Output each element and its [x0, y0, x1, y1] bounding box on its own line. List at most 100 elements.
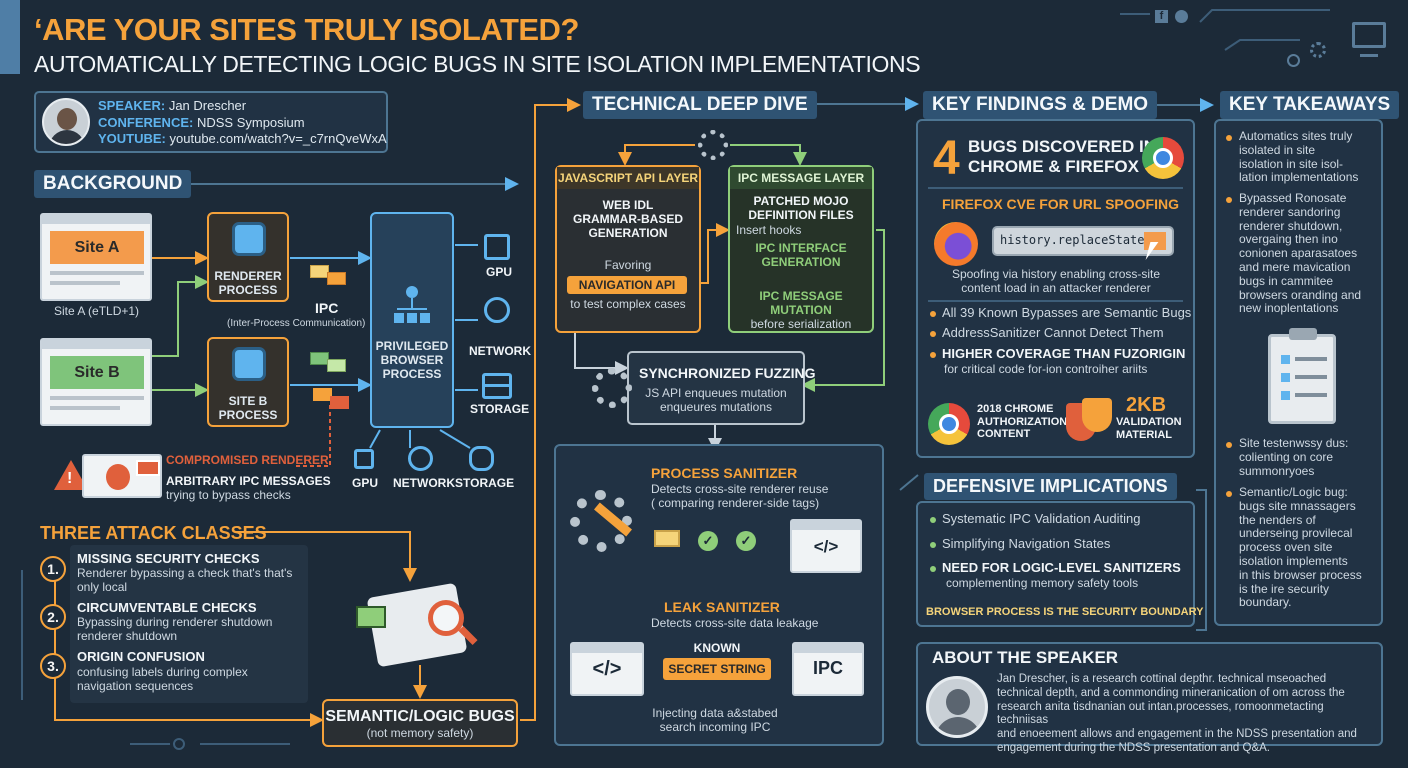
compromised-renderer-label: COMPROMISED RENDERER: [166, 453, 329, 467]
speaker-card: SPEAKER: Jan Drescher CONFERENCE: NDSS S…: [34, 91, 388, 153]
process-sanitizer-title: PROCESS SANITIZER: [651, 465, 798, 481]
network-icon: [484, 297, 510, 323]
code-window-2: </>: [570, 642, 644, 696]
attack-title-1: MISSING SECURITY CHECKS: [77, 551, 260, 566]
gpu-label-2: GPU: [352, 476, 379, 490]
takeaway-1: Automatics sites truly isolated in site …: [1226, 129, 1358, 185]
browser-process-box: PRIVILEGED BROWSER PROCESS: [370, 212, 454, 428]
ipc-label: IPC: [315, 300, 339, 316]
github-icon[interactable]: [1175, 10, 1188, 23]
defensive-item-1: Systematic IPC Validation Auditing: [930, 511, 1140, 527]
envelope-icon: [313, 388, 332, 401]
ipc-mutation-label: IPC MESSAGE MUTATION: [759, 289, 843, 317]
network-label-2: NETWORK: [393, 476, 455, 490]
storage-icon: [482, 373, 512, 399]
takeaway-3: Site testenwssy dus: colienting on core …: [1226, 436, 1348, 478]
defensive-item-3-desc: complementing memory safety tools: [946, 576, 1139, 590]
kb-desc: VALIDATION MATERIAL: [1116, 416, 1182, 441]
renderer-process-label: RENDERER PROCESS: [214, 269, 282, 297]
hierarchy-icon: [394, 286, 430, 326]
envelope-icon: [330, 396, 349, 409]
bypass-checks-label: trying to bypass checks: [166, 488, 291, 502]
chrome-icon: [1142, 137, 1184, 179]
header-accent-bar: [0, 0, 20, 74]
deep-dive-header: TECHNICAL DEEP DIVE: [583, 91, 817, 119]
gpu-label: GPU: [486, 265, 513, 279]
cpu-icon: [232, 347, 266, 381]
envelope-icon: [310, 352, 329, 365]
code-glyph: </>: [813, 537, 839, 556]
code-input-field[interactable]: history.replaceState: [992, 226, 1174, 256]
defensive-header: DEFENSIVE IMPLICATIONS: [924, 473, 1177, 500]
ipc-message-layer-box: IPC MESSAGE LAYER PATCHED MOJO DEFINITIO…: [728, 165, 874, 333]
envelope-icon: [327, 359, 346, 372]
process-sanitizer-desc: Detects cross-site renderer reuse ( comp…: [651, 482, 829, 510]
shield-icon-inner: [1082, 398, 1112, 432]
attack-title-2: CIRCUMVENTABLE CHECKS: [77, 600, 257, 615]
known-label: KNOWN: [693, 641, 741, 655]
monitor-icon: [1352, 22, 1386, 48]
leak-sanitizer-title: LEAK SANITIZER: [664, 599, 780, 615]
attack-classes-panel: [70, 545, 308, 703]
finding-bullet-2: AddressSanitizer Cannot Detect Them: [930, 325, 1164, 341]
browser-process-label: PRIVILEGED BROWSER PROCESS: [375, 339, 449, 381]
wrench-gear-icon: [570, 490, 632, 552]
magnifier-icon: [428, 600, 464, 636]
facebook-icon[interactable]: f: [1155, 10, 1168, 23]
monitor-stand-icon: [1360, 54, 1378, 57]
conference-label: CONFERENCE:: [98, 115, 194, 130]
patched-mojo-label: PATCHED MOJO DEFINITION FILES: [748, 194, 854, 222]
storage-icon: [469, 446, 494, 471]
youtube-label: YOUTUBE:: [98, 131, 166, 146]
chrome-icon: [928, 403, 970, 445]
about-speaker-header: ABOUT THE SPEAKER: [930, 648, 1121, 668]
ipc-window-label: IPC: [812, 658, 843, 678]
sync-fuzzing-title: SYNCHRONIZED FUZZING: [639, 365, 816, 381]
envelope-icon: [327, 272, 346, 285]
finding-bullet-3: HIGHER COVERAGE THAN FUZORIGIN: [930, 346, 1185, 362]
play-icon[interactable]: [1287, 54, 1300, 67]
gear-icon: [592, 368, 632, 408]
favoring-label: Favoring: [604, 258, 652, 272]
youtube-link[interactable]: youtube.com/watch?v=_c7rnQveWxA: [169, 131, 387, 146]
code-window: </>: [790, 519, 862, 573]
site-b-label: Site B: [50, 356, 144, 389]
speaker-name: Jan Drescher: [168, 98, 247, 113]
speaker-avatar-2: [926, 676, 988, 738]
envelope-icon: [654, 530, 680, 547]
site-b-window: Site B: [40, 338, 152, 426]
before-serialization-label: before serialization: [750, 317, 852, 331]
divider: [928, 187, 1183, 189]
check-icon: ✓: [736, 531, 756, 551]
complex-cases-label: to test complex cases: [570, 297, 686, 311]
attack-desc-2: Bypassing during renderer shutdown rende…: [77, 615, 273, 643]
clipboard-icon: [1268, 328, 1336, 424]
navigation-api-badge: NAVIGATION API: [567, 276, 687, 294]
speaker-avatar: [42, 98, 90, 146]
leak-sanitizer-desc: Detects cross-site data leakage: [651, 616, 819, 630]
code-glyph-2: </>: [592, 658, 622, 680]
renderer-process-box: RENDERER PROCESS: [207, 212, 289, 302]
semantic-bugs-title: SEMANTIC/LOGIC BUGS: [325, 708, 515, 725]
background-header: BACKGROUND: [34, 170, 192, 198]
secret-string-badge: SECRET STRING: [663, 658, 771, 680]
js-api-layer-header: JAVASCRIPT API LAYER: [557, 167, 699, 189]
page-title: ‘ARE YOUR SITES TRULY ISOLATED?: [34, 12, 579, 47]
sync-fuzzing-desc: JS API enqueues mutation enqueures mutat…: [645, 386, 787, 414]
firefox-cve-title: FIREFOX CVE FOR URL SPOOFING: [942, 196, 1179, 212]
web-idl-label: WEB IDL GRAMMAR-BASED GENERATION: [573, 198, 683, 240]
js-api-layer-box: JAVASCRIPT API LAYER WEB IDL GRAMMAR-BAS…: [555, 165, 701, 333]
target-icon: [173, 738, 185, 750]
site-b-process-label: SITE B PROCESS: [218, 394, 278, 422]
attack-number-3: 3.: [40, 653, 66, 679]
attack-desc-3: confusing labels during complex navigati…: [77, 665, 248, 693]
defensive-item-3: NEED FOR LOGIC-LEVEL SANITIZERS: [930, 560, 1181, 576]
semantic-bugs-box: SEMANTIC/LOGIC BUGS (not memory safety): [322, 699, 518, 747]
kb-value: 2KB: [1126, 394, 1167, 416]
ipc-caption: (Inter-Process Communication): [227, 318, 366, 329]
defensive-item-2: Simplifying Navigation States: [930, 536, 1110, 552]
firefox-icon: [934, 222, 978, 266]
code-snippet: history.replaceState: [1000, 233, 1145, 247]
speech-bubble-icon: [356, 606, 386, 628]
bugs-count: 4: [933, 132, 960, 185]
